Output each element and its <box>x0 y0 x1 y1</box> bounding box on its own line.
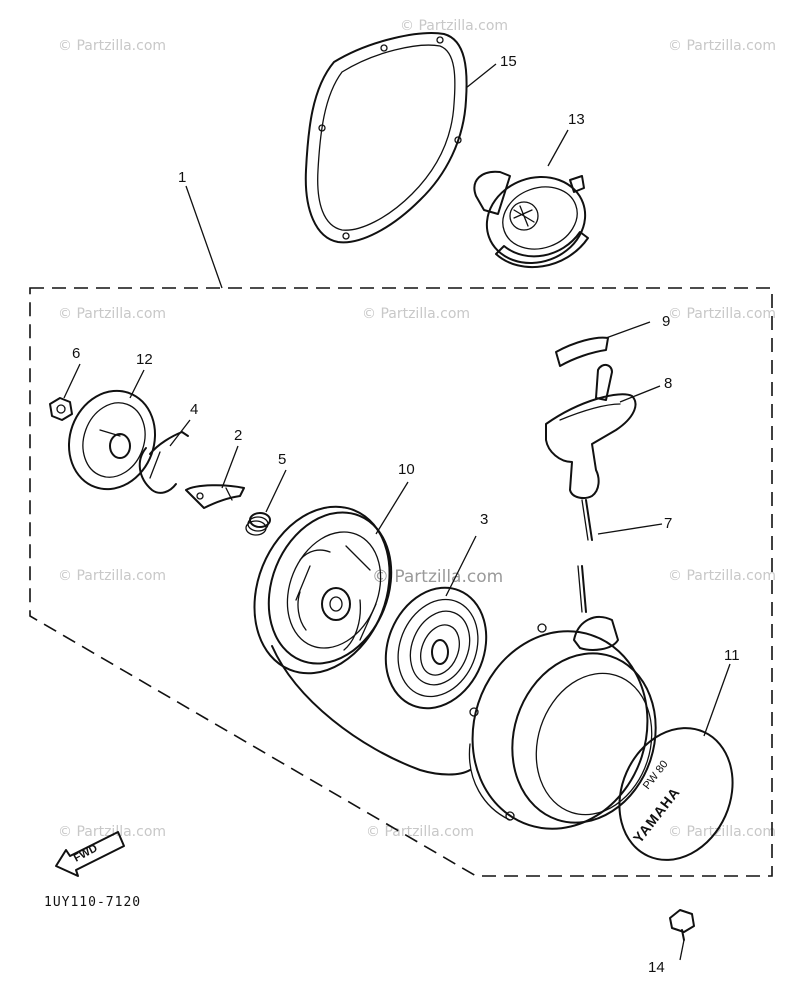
starter-rope <box>271 499 593 776</box>
watermark: © Partzilla.com <box>668 38 776 54</box>
gasket-part-15 <box>304 32 468 244</box>
bolt-part-14 <box>669 909 695 941</box>
callout-6: 6 <box>72 345 80 362</box>
drawing-code: 1UY110-7120 <box>44 895 141 910</box>
callout-1: 1 <box>178 169 186 186</box>
handle-part-8 <box>545 364 637 499</box>
watermark: © Partzilla.com <box>668 568 776 584</box>
callout-3: 3 <box>480 511 488 528</box>
watermark: © Partzilla.com <box>58 568 166 584</box>
callout-labels: 1 2 3 4 5 6 7 8 9 10 11 12 13 14 15 <box>72 53 740 976</box>
callout-9: 9 <box>662 313 670 330</box>
watermark: © Partzilla.com <box>668 824 776 840</box>
callout-14: 14 <box>648 959 665 976</box>
callout-10: 10 <box>398 461 415 478</box>
watermark: © Partzilla.com <box>400 18 508 34</box>
callout-7: 7 <box>664 515 672 532</box>
assembly-boundary <box>29 287 773 877</box>
nut-part-6 <box>49 397 73 421</box>
drive-plate-part-12 <box>67 389 157 491</box>
watermark: © Partzilla.com <box>668 306 776 322</box>
callout-15: 15 <box>500 53 517 70</box>
pawl-part-2 <box>185 484 245 509</box>
watermark: © Partzilla.com <box>362 306 470 322</box>
callout-11: 11 <box>724 647 740 664</box>
callout-13: 13 <box>568 111 585 128</box>
spring-clip-part-4 <box>138 431 189 494</box>
recoil-spring-part-3 <box>384 586 488 710</box>
callout-12: 12 <box>136 351 153 368</box>
watermark: © Partzilla.com <box>58 38 166 54</box>
callout-4: 4 <box>190 401 198 418</box>
watermark: © Partzilla.com <box>58 824 166 840</box>
watermark-center: © Partzilla.com <box>372 567 503 587</box>
spring-part-5 <box>245 512 271 536</box>
watermark-layer: © Partzilla.com © Partzilla.com © Partzi… <box>58 18 776 840</box>
callout-8: 8 <box>664 375 672 392</box>
starter-case <box>468 615 657 830</box>
leader-lines <box>63 63 731 961</box>
callout-5: 5 <box>278 451 286 468</box>
watermark: © Partzilla.com <box>366 824 474 840</box>
reel-part-10 <box>253 505 393 675</box>
handle-insert-part-9 <box>555 336 609 367</box>
drive-pulley-part-13 <box>473 170 589 268</box>
watermark: © Partzilla.com <box>58 306 166 322</box>
callout-2: 2 <box>234 427 242 444</box>
